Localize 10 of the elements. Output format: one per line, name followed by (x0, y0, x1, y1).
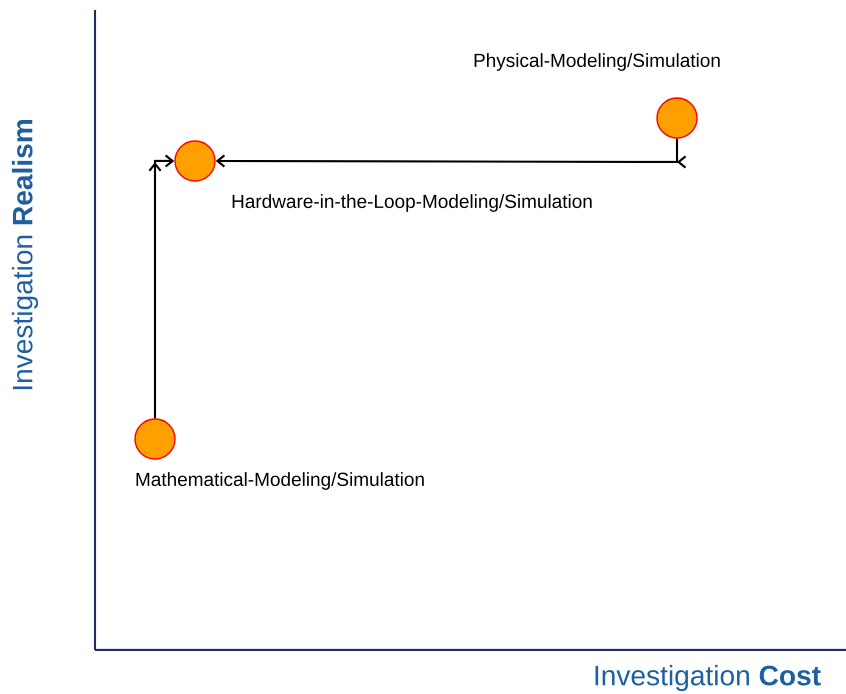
arrow (216, 138, 686, 168)
circle-marker (174, 140, 216, 182)
axis-label: Investigation Realism (12, 120, 38, 390)
circle-marker (134, 418, 176, 460)
axis-label: Investigation Cost (596, 664, 821, 692)
arrow (148, 154, 174, 418)
circle-marker (656, 97, 698, 139)
node-label: Mathematical-Modeling/Simulation (136, 472, 424, 490)
node-label: Physical-Modeling/Simulation (474, 53, 720, 71)
node-label: Hardware-in-the-Loop-Modeling/Simulation (232, 194, 592, 212)
